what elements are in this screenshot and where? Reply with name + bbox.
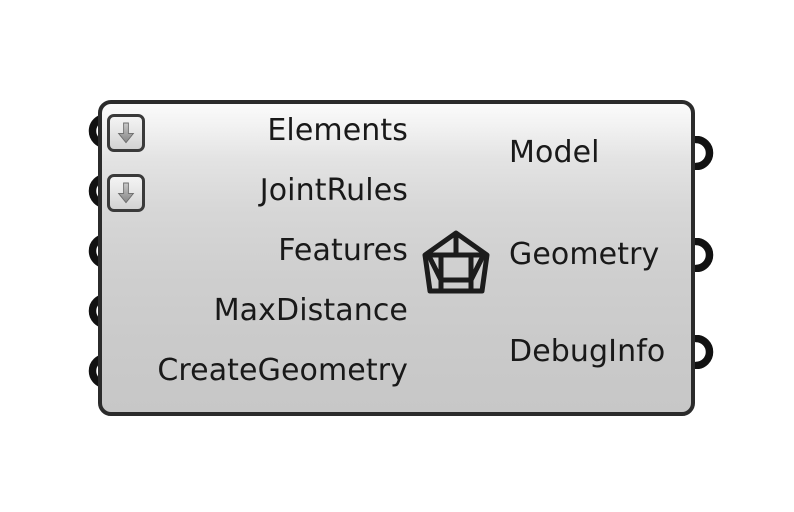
input-label-features: Features <box>278 233 408 268</box>
input-label-creategeometry: CreateGeometry <box>157 353 408 388</box>
down-arrow-icon <box>117 122 135 144</box>
output-label-geometry: Geometry <box>509 237 660 272</box>
timber-frame-house-icon <box>420 228 492 296</box>
input-label-elements: Elements <box>267 113 408 148</box>
output-label-model: Model <box>509 135 600 170</box>
component-node[interactable]: Elements JointRules Features MaxDistance… <box>98 100 695 416</box>
output-port-model[interactable] <box>692 136 718 170</box>
component-body[interactable] <box>98 100 695 416</box>
input-label-jointrules: JointRules <box>259 173 408 208</box>
output-port-debuginfo[interactable] <box>692 335 718 369</box>
input-label-maxdistance: MaxDistance <box>213 293 408 328</box>
down-arrow-icon <box>117 182 135 204</box>
flatten-toggle-elements[interactable] <box>107 114 145 152</box>
flatten-toggle-jointrules[interactable] <box>107 174 145 212</box>
output-port-geometry[interactable] <box>692 238 718 272</box>
output-label-debuginfo: DebugInfo <box>509 334 666 369</box>
